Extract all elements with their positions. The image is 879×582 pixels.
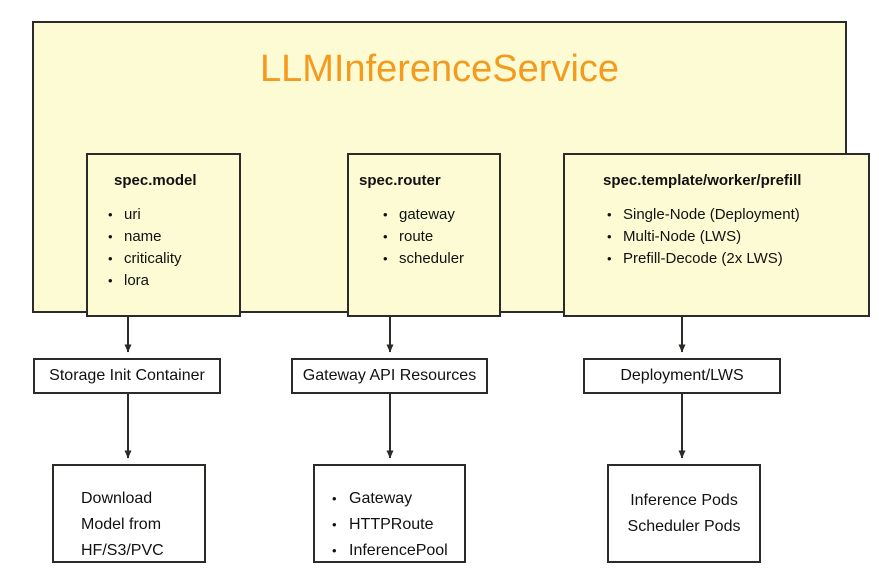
spec-model-title: spec.model <box>114 172 197 189</box>
gateway-api-resources-label: Gateway API Resources <box>302 367 477 384</box>
list-item: gateway <box>379 204 499 226</box>
storage-init-container-label: Storage Init Container <box>49 367 205 384</box>
gateway-resources-list: Gateway HTTPRoute InferencePool <box>329 486 464 564</box>
list-item: InferencePool <box>329 538 464 564</box>
spec-template-title: spec.template/worker/prefill <box>603 172 802 189</box>
spec-template-list: Single-Node (Deployment) Multi-Node (LWS… <box>603 204 868 270</box>
list-item: Gateway <box>329 486 464 512</box>
list-item: lora <box>104 270 239 292</box>
list-item: uri <box>104 204 239 226</box>
page-title: LLMInferenceService <box>259 48 620 90</box>
spec-model-list: uri name criticality lora <box>104 204 239 292</box>
list-item: Single-Node (Deployment) <box>603 204 868 226</box>
pods-lines: Inference Pods Scheduler Pods <box>609 488 759 540</box>
gateway-api-resources-box[interactable]: Gateway API Resources <box>291 358 488 394</box>
text-line: Model from <box>81 516 162 533</box>
deployment-lws-box[interactable]: Deployment/LWS <box>583 358 781 394</box>
text-line: Download <box>81 490 153 507</box>
text-line: Inference Pods <box>630 492 738 509</box>
list-item: name <box>104 226 239 248</box>
deployment-lws-label: Deployment/LWS <box>620 367 744 384</box>
list-item: Prefill-Decode (2x LWS) <box>603 248 868 270</box>
spec-router-title: spec.router <box>359 172 441 189</box>
list-item: scheduler <box>379 248 499 270</box>
llm-inference-service-container: LLMInferenceService spec.model uri name … <box>32 21 870 317</box>
spec-router-list: gateway route scheduler <box>379 204 499 270</box>
spec-router-box[interactable]: spec.router gateway route scheduler <box>347 153 501 317</box>
download-model-box[interactable]: Download Model from HF/S3/PVC <box>52 464 206 563</box>
spec-template-worker-prefill-box[interactable]: spec.template/worker/prefill Single-Node… <box>563 153 870 317</box>
text-line: HF/S3/PVC <box>81 542 164 559</box>
list-item: HTTPRoute <box>329 512 464 538</box>
text-line: Scheduler Pods <box>627 518 741 535</box>
storage-init-container-box[interactable]: Storage Init Container <box>33 358 221 394</box>
list-item: route <box>379 226 499 248</box>
spec-model-box[interactable]: spec.model uri name criticality lora <box>86 153 241 317</box>
list-item: Multi-Node (LWS) <box>603 226 868 248</box>
download-model-lines: Download Model from HF/S3/PVC <box>81 486 204 564</box>
gateway-resources-box[interactable]: Gateway HTTPRoute InferencePool <box>313 464 466 564</box>
inference-scheduler-pods-box[interactable]: Inference Pods Scheduler Pods <box>607 464 761 563</box>
list-item: criticality <box>104 248 239 270</box>
